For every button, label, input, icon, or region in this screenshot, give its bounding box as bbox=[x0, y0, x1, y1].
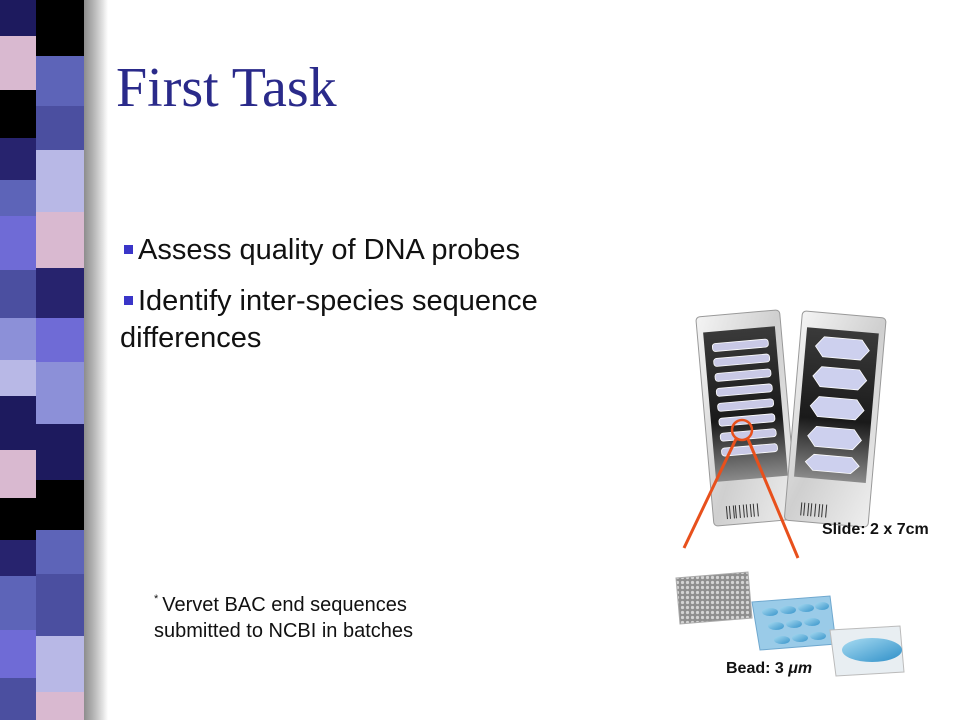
footnote-marker: * bbox=[154, 593, 159, 605]
stripe-block bbox=[0, 36, 36, 90]
stripe-block bbox=[36, 268, 84, 318]
stripe-block bbox=[36, 574, 84, 636]
stripe-block bbox=[36, 480, 84, 530]
stripe-block bbox=[36, 362, 84, 424]
stripe-block bbox=[0, 138, 36, 180]
stripe-block bbox=[0, 450, 36, 498]
stripe-block bbox=[0, 90, 36, 138]
bead-caption-text: Bead: 3 bbox=[726, 660, 789, 677]
footnote-line: *Vervet BAC end sequences bbox=[154, 592, 413, 618]
bead-array-closeup bbox=[675, 571, 905, 677]
stripe-block bbox=[36, 318, 84, 362]
bead-caption-unit: μm bbox=[788, 660, 813, 677]
bullet-item: Identify inter-species sequence differen… bbox=[120, 283, 660, 357]
stripe-block bbox=[0, 678, 36, 720]
stripe-block bbox=[0, 270, 36, 318]
stripe-block bbox=[36, 106, 84, 150]
bead-size-caption: Bead: 3 μm bbox=[726, 660, 812, 678]
bullet-text: Assess quality of DNA probes bbox=[138, 234, 521, 266]
footnote: *Vervet BAC end sequences submitted to N… bbox=[154, 592, 413, 644]
callout-line-left bbox=[682, 438, 738, 549]
stripe-block bbox=[36, 692, 84, 720]
bullet-list: Assess quality of DNA probes Identify in… bbox=[120, 232, 660, 370]
stripe-block bbox=[36, 150, 84, 212]
stripe-block bbox=[0, 396, 36, 450]
stripe-block bbox=[36, 0, 84, 56]
decorative-left-stripe bbox=[0, 0, 108, 720]
stripe-block bbox=[0, 630, 36, 678]
stripe-block bbox=[36, 56, 84, 106]
stripe-block bbox=[36, 636, 84, 692]
stripe-shadow bbox=[84, 0, 108, 720]
stripe-block bbox=[36, 424, 84, 480]
stripe-block bbox=[0, 0, 36, 36]
stripe-block bbox=[0, 498, 36, 540]
square-bullet-icon bbox=[124, 244, 133, 254]
slide-title: First Task bbox=[116, 57, 337, 119]
bullet-text: Identify inter-species sequence differen… bbox=[120, 284, 538, 354]
stripe-block bbox=[0, 540, 36, 576]
stripe-block bbox=[36, 212, 84, 268]
callout-line-right bbox=[746, 438, 800, 559]
beadchip-slide-right bbox=[784, 310, 887, 528]
callout-circle bbox=[730, 418, 754, 442]
bullet-item: Assess quality of DNA probes bbox=[120, 232, 660, 269]
stripe-block bbox=[0, 576, 36, 630]
stripe-column bbox=[0, 0, 36, 720]
stripe-block bbox=[0, 216, 36, 270]
stripe-block bbox=[0, 318, 36, 360]
square-bullet-icon bbox=[124, 295, 133, 305]
stripe-block bbox=[0, 180, 36, 216]
slide-size-caption: Slide: 2 x 7cm bbox=[822, 521, 929, 538]
footnote-text: Vervet BAC end sequences bbox=[162, 594, 407, 616]
stripe-block bbox=[0, 360, 36, 396]
stripe-column bbox=[36, 0, 84, 720]
footnote-line: submitted to NCBI in batches bbox=[154, 620, 414, 642]
beadchip-illustration bbox=[675, 309, 905, 677]
stripe-block bbox=[36, 530, 84, 574]
